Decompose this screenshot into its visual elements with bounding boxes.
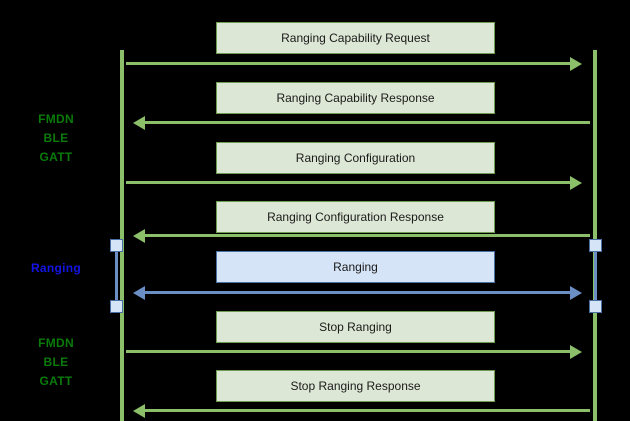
activation-bar-right (594, 245, 597, 307)
message-arrow-ranging-capability-request (126, 62, 572, 65)
message-arrow-ranging-capability-response (144, 121, 590, 124)
message-arrow-ranging-bidirectional (144, 291, 572, 294)
arrowhead-left-icon (133, 404, 145, 418)
phase-label-ranging: Ranging (30, 261, 82, 275)
arrowhead-left-icon (133, 116, 145, 130)
arrowhead-right-icon (570, 345, 582, 359)
message-arrow-ranging-configuration-response (144, 234, 590, 237)
arrowhead-right-icon (570, 286, 582, 300)
activation-node-right-start (589, 239, 602, 252)
message-arrow-ranging-configuration (126, 181, 572, 184)
activation-node-right-end (589, 300, 602, 313)
message-arrow-stop-ranging-response (144, 409, 590, 412)
activation-bar-left (115, 245, 118, 307)
lifeline-right (593, 50, 597, 421)
phase-label-fmdn-top: FMDN BLE GATT (38, 112, 74, 164)
arrowhead-right-icon (570, 176, 582, 190)
message-box-ranging-capability-response: Ranging Capability Response (216, 82, 495, 114)
lifeline-left (120, 50, 124, 421)
message-box-ranging-configuration: Ranging Configuration (216, 142, 495, 174)
phase-label-fmdn-bottom: FMDN BLE GATT (38, 336, 74, 388)
message-box-stop-ranging: Stop Ranging (216, 311, 495, 343)
arrowhead-left-icon (133, 286, 145, 300)
arrowhead-left-icon (133, 229, 145, 243)
message-box-ranging-configuration-response: Ranging Configuration Response (216, 201, 495, 233)
message-box-ranging: Ranging (216, 251, 495, 283)
arrowhead-right-icon (570, 57, 582, 71)
activation-node-left-start (110, 239, 123, 252)
message-arrow-stop-ranging (126, 350, 572, 353)
message-box-ranging-capability-request: Ranging Capability Request (216, 22, 495, 54)
activation-node-left-end (110, 300, 123, 313)
message-box-stop-ranging-response: Stop Ranging Response (216, 370, 495, 402)
